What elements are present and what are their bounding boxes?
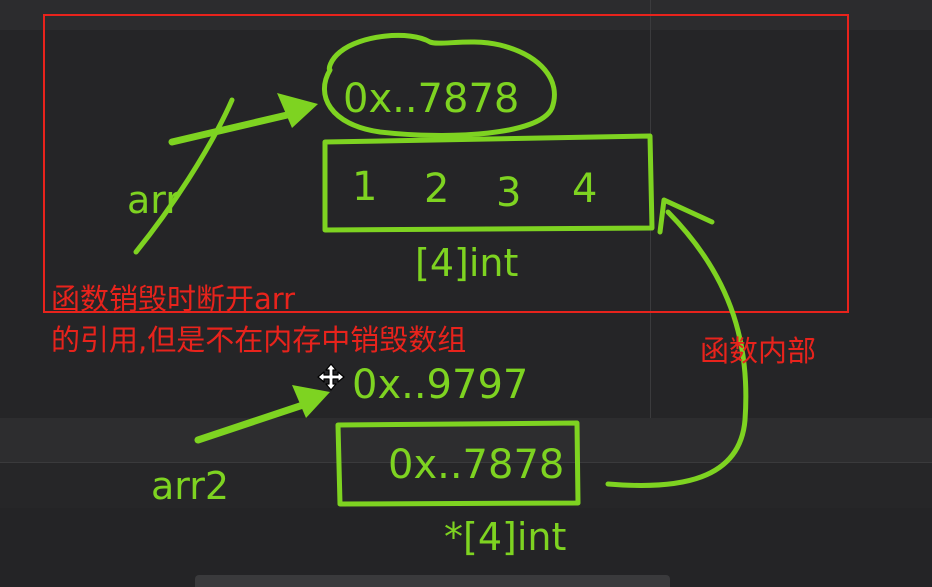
highlight-rectangle: [43, 14, 849, 313]
move-cursor-icon: [317, 363, 345, 391]
address-circle: [322, 32, 557, 138]
destroy-note-line-1: 函数销毁时断开arr: [51, 282, 296, 316]
pointer-curve-arrow-head: [657, 197, 715, 235]
array-element-1: 1: [352, 164, 378, 210]
pointer-box: [335, 420, 581, 507]
bottom-band: [0, 508, 932, 587]
arr2-arrow-shaft: [194, 398, 316, 444]
pointer-type-label: *[4]int: [444, 515, 567, 559]
array-type-label: [4]int: [415, 241, 519, 285]
array-element-3: 3: [496, 170, 522, 216]
arr-arrow-shaft: [168, 108, 304, 146]
horizontal-divider: [0, 462, 932, 463]
array-box: [322, 133, 655, 233]
arr-arrow-head: [277, 93, 318, 128]
destroy-note-line-2: 的引用,但是不在内存中销毁数组: [51, 323, 467, 357]
lower-band-2: [0, 462, 932, 508]
inside-function-note: 函数内部: [700, 334, 817, 368]
disconnect-strike: [133, 97, 235, 255]
bottom-bar: [195, 575, 670, 587]
array-address-label: 0x..7878: [343, 76, 520, 122]
pointer-curve-arrow: [605, 209, 749, 488]
pointer-self-address: 0x..9797: [352, 362, 529, 408]
array-element-2: 2: [424, 166, 450, 212]
arr2-variable-label: arr2: [151, 464, 230, 508]
array-element-4: 4: [572, 166, 598, 212]
arr-variable-label: arr: [127, 178, 181, 222]
arr2-arrow-head: [292, 385, 330, 418]
pointer-stored-address: 0x..7878: [388, 442, 565, 488]
